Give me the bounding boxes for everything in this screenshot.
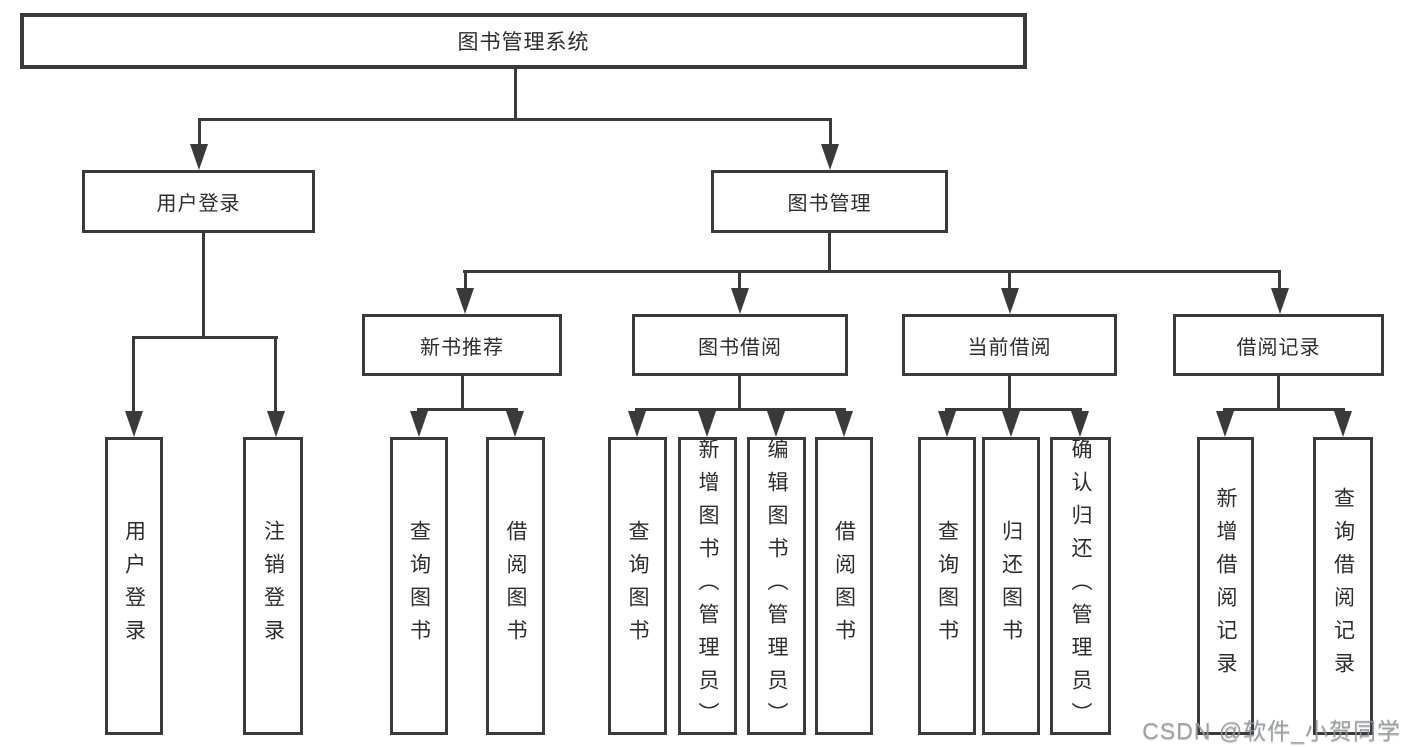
leaf-logout: 注销登录 [243,437,303,735]
arrowhead-icon [1216,411,1234,437]
leaf-query-books-3: 查询图书 [918,437,976,735]
edge-level3-rail [463,270,1281,273]
edge-borrow-stem [738,376,741,411]
edge-current-rail [945,408,1082,411]
edge-current-drop [1008,270,1011,290]
edge-user-login-rail [133,336,278,339]
arrowhead-icon [835,411,853,437]
leaf-return-books: 归还图书 [982,437,1040,735]
leaf-label: 查询图书 [626,520,649,652]
arrowhead-icon [1001,288,1019,314]
watermark: CSDN @软件_小贺同学 [1142,718,1401,744]
arrowhead-icon [731,288,749,314]
arrowhead-icon [1002,411,1020,437]
edge-user-login-stem [202,233,205,339]
edge-current-stem [1008,376,1011,411]
arrowhead-icon [767,411,785,437]
leaf-query-books-1: 查询图书 [390,437,448,735]
leaf-label: 借阅图书 [504,520,527,652]
leaf-label: 新增图书（管理员） [696,437,719,735]
arrowhead-icon [628,411,646,437]
arrowhead-icon [506,411,524,437]
leaf-add-books-admin: 新增图书（管理员） [678,437,737,735]
leaf-add-borrow-record: 新增借阅记录 [1197,437,1254,735]
edge-logout-drop [274,336,277,412]
node-book-management: 图书管理 [711,170,948,233]
leaf-confirm-return-admin: 确认归还（管理员） [1050,437,1111,735]
leaf-label: 借阅图书 [832,520,856,652]
edge-records-drop [1278,270,1281,290]
node-library-system: 图书管理系统 [20,13,1027,69]
leaf-borrow-books-1: 借阅图书 [486,437,545,735]
leaf-label: 新增借阅记录 [1214,487,1237,685]
arrowhead-icon [938,411,956,437]
node-current-borrowing: 当前借阅 [902,314,1117,376]
leaf-borrow-books-2: 借阅图书 [815,437,873,735]
arrowhead-icon [1334,411,1352,437]
arrowhead-icon [1071,411,1089,437]
leaf-label: 查询借阅记录 [1331,487,1355,685]
edge-borrow-rail [635,408,846,411]
edge-level2-rail [198,118,832,121]
leaf-label: 用户登录 [122,520,146,652]
leaf-label: 查询图书 [935,520,959,652]
leaf-label: 编辑图书（管理员） [765,437,788,735]
leaf-label: 归还图书 [999,520,1023,652]
edge-root-stem [514,69,517,120]
edge-borrow-drop [738,270,741,290]
leaf-query-borrow-record: 查询借阅记录 [1313,437,1373,735]
leaf-label: 注销登录 [261,520,285,652]
node-book-borrowing: 图书借阅 [632,314,848,376]
edge-book-mgmt-drop [829,120,832,148]
leaf-label: 确认归还（管理员） [1069,437,1092,735]
arrowhead-icon [267,411,285,437]
edge-new-book-rail [417,408,518,411]
leaf-edit-books-admin: 编辑图书（管理员） [747,437,806,735]
edge-login-drop [132,336,135,412]
arrowhead-icon [410,411,428,437]
arrowhead-icon [456,288,474,314]
edge-book-mgmt-stem [828,233,831,273]
leaf-query-books-2: 查询图书 [608,437,667,735]
arrowhead-icon [125,411,143,437]
node-borrow-records: 借阅记录 [1173,314,1384,376]
leaf-label: 查询图书 [407,520,431,652]
arrowhead-icon [698,411,716,437]
edge-user-login-drop [198,120,201,148]
arrowhead-icon [821,144,839,170]
edge-records-rail [1223,408,1345,411]
leaf-user-login: 用户登录 [105,437,163,735]
edge-new-book-drop [464,270,467,290]
arrowhead-icon [190,144,208,170]
edge-records-stem [1277,376,1280,411]
edge-new-book-stem [461,376,464,411]
node-new-book-recommend: 新书推荐 [362,314,562,376]
arrowhead-icon [1271,288,1289,314]
node-user-login: 用户登录 [82,170,315,233]
